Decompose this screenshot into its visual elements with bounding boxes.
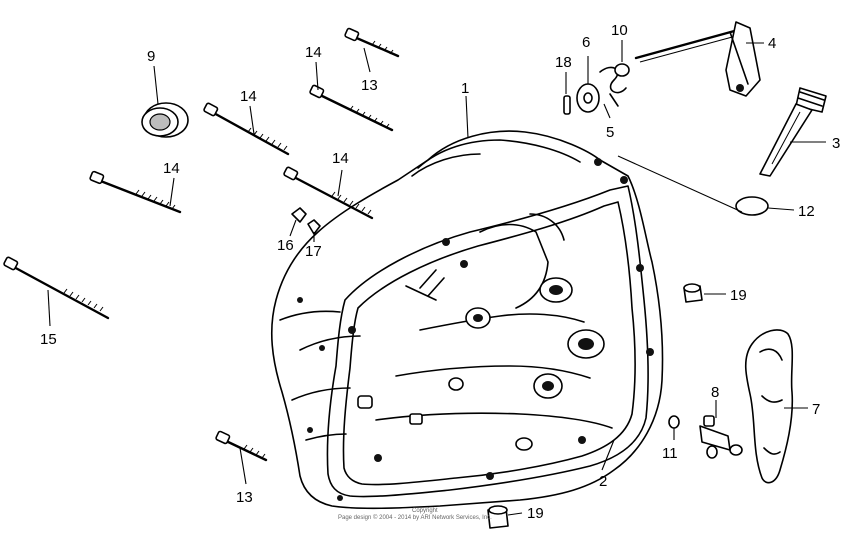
watermark-line-2: Page design © 2004 - 2014 by ARI Network…	[338, 514, 492, 521]
oil-dipstick	[759, 87, 827, 177]
switch-8	[699, 415, 743, 459]
washer-6	[576, 83, 600, 113]
dowel-19-bottom	[487, 505, 509, 529]
callout-17: 17	[305, 243, 322, 260]
callout-13-top: 13	[361, 77, 378, 94]
callout-5: 5	[606, 124, 614, 141]
callout-15: 15	[40, 331, 57, 348]
callout-14-c: 14	[332, 150, 349, 167]
bolt-14-a	[309, 84, 394, 132]
callout-8: 8	[711, 384, 719, 401]
bolt-15	[3, 256, 110, 320]
dowel-19-top	[683, 283, 703, 303]
clip-17	[307, 219, 321, 235]
bolt-14-c	[283, 166, 374, 220]
bolt-14-b	[203, 102, 290, 156]
callout-13-bottom: 13	[236, 489, 253, 506]
bolt-13-top	[344, 27, 400, 58]
callout-9: 9	[147, 48, 155, 65]
callout-19-bottom: 19	[527, 505, 544, 522]
bolt-14-d	[89, 170, 182, 214]
callout-18: 18	[555, 54, 572, 71]
washer-11	[668, 415, 680, 429]
oring-12	[735, 196, 769, 216]
callout-14-b: 14	[240, 88, 257, 105]
callout-4: 4	[768, 35, 776, 52]
oil-seal	[141, 102, 189, 138]
callout-11: 11	[662, 445, 678, 462]
callout-2: 2	[599, 473, 607, 490]
guide-plate-7	[744, 329, 794, 484]
callout-3: 3	[832, 135, 840, 152]
shift-arm	[634, 21, 761, 97]
callout-1: 1	[461, 80, 469, 97]
leader-lines	[47, 40, 826, 516]
callout-10: 10	[611, 22, 628, 39]
callout-19-top: 19	[730, 287, 747, 304]
copyright-watermark: Copyright Page design © 2004 - 2014 by A…	[338, 508, 492, 521]
bolt-13-bottom	[215, 430, 268, 462]
callout-6: 6	[582, 34, 590, 51]
callout-labels: 1 2 3 4 5 6 7 8 9 10 11 12 13 13 14 14 1…	[40, 22, 840, 522]
watermark-line-1: Copyright	[412, 508, 438, 514]
oring-10	[614, 63, 630, 77]
spring-5	[599, 66, 627, 107]
clip-16	[291, 207, 307, 223]
callout-14-a: 14	[305, 44, 322, 61]
callout-16: 16	[277, 237, 294, 254]
pin-18	[563, 95, 571, 115]
callout-7: 7	[812, 401, 820, 418]
callout-12: 12	[798, 203, 815, 220]
callout-14-d: 14	[163, 160, 180, 177]
crankcase-cover	[270, 130, 664, 510]
